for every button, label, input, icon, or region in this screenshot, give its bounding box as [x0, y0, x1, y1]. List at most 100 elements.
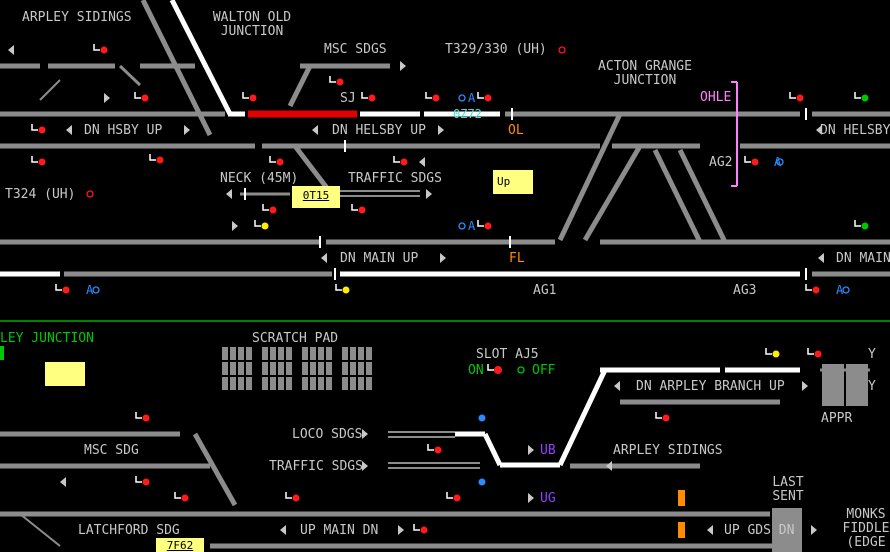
scratch-pad-cell[interactable]: [246, 377, 252, 390]
scratch-pad-cell[interactable]: [366, 362, 372, 375]
td-berth-0t15[interactable]: 0T15: [292, 186, 340, 208]
scratch-pad-cell[interactable]: [342, 362, 348, 375]
signal-aspect[interactable]: [751, 158, 759, 166]
scratch-pad-cell[interactable]: [278, 377, 284, 390]
scratch-pad-cell[interactable]: [222, 347, 228, 360]
scratch-pad-cell[interactable]: [238, 362, 244, 375]
crossover[interactable]: [677, 148, 728, 244]
signal-aspect[interactable]: [141, 94, 149, 102]
td-berth-empty[interactable]: [45, 362, 85, 386]
td-berth-0z72[interactable]: 0Z72: [453, 107, 482, 121]
scratch-pad-cell[interactable]: [350, 362, 356, 375]
scratch-pad-cell[interactable]: [302, 377, 308, 390]
scratch-pad-cell[interactable]: [366, 347, 372, 360]
scratch-pad-cell[interactable]: [358, 377, 364, 390]
signal-aspect[interactable]: [814, 350, 822, 358]
scratch-pad-cell[interactable]: [286, 362, 292, 375]
signal-aspect[interactable]: [292, 494, 300, 502]
crossover[interactable]: [287, 64, 313, 108]
scratch-pad-cell[interactable]: [278, 362, 284, 375]
scratch-pad-cell[interactable]: [286, 347, 292, 360]
signal-aspect[interactable]: [368, 94, 376, 102]
scratch-pad-cell[interactable]: [246, 362, 252, 375]
scratch-pad-cell[interactable]: [318, 362, 324, 375]
signal-aspect[interactable]: [484, 222, 492, 230]
signal-aspect[interactable]: [38, 126, 46, 134]
scratch-pad-cell[interactable]: [238, 377, 244, 390]
signal-aspect[interactable]: [420, 526, 428, 534]
scratch-pad-cell[interactable]: [318, 347, 324, 360]
scratch-pad-cell[interactable]: [278, 347, 284, 360]
crossover[interactable]: [169, 0, 233, 116]
signal-aspect[interactable]: [812, 286, 820, 294]
crossover[interactable]: [192, 432, 238, 507]
signal-aspect[interactable]: [100, 46, 108, 54]
signal-aspect[interactable]: [434, 446, 442, 454]
scratch-pad-cell[interactable]: [366, 377, 372, 390]
scratch-pad-cell[interactable]: [318, 377, 324, 390]
scratch-pad-cell[interactable]: [358, 362, 364, 375]
scratch-pad-cell[interactable]: [270, 347, 276, 360]
crossover[interactable]: [293, 144, 332, 194]
scratch-pad-cell[interactable]: [302, 362, 308, 375]
signal-aspect[interactable]: [453, 494, 461, 502]
scratch-pad-cell[interactable]: [246, 347, 252, 360]
signal-aspect[interactable]: [276, 158, 284, 166]
scratch-pad-cell[interactable]: [310, 347, 316, 360]
signal-aspect[interactable]: [181, 494, 189, 502]
slot-on-indicator[interactable]: [494, 366, 502, 374]
track-section[interactable]: [557, 368, 608, 467]
scratch-pad-cell[interactable]: [342, 347, 348, 360]
scratch-pad-cell[interactable]: [326, 347, 332, 360]
scratch-pad-cell[interactable]: [230, 347, 236, 360]
scratch-pad-cell[interactable]: [302, 347, 308, 360]
signal-aspect[interactable]: [38, 158, 46, 166]
crossover[interactable]: [557, 112, 623, 242]
scratch-pad-cell[interactable]: [270, 362, 276, 375]
td-berth-up[interactable]: Up: [493, 170, 533, 194]
crossover[interactable]: [582, 144, 643, 242]
scratch-pad-cell[interactable]: [262, 347, 268, 360]
slot-off-indicator[interactable]: [517, 366, 525, 374]
signal-aspect[interactable]: [142, 414, 150, 422]
scratch-pad-cell[interactable]: [310, 377, 316, 390]
td-berth-7f62[interactable]: 7F62: [156, 538, 204, 552]
crossover[interactable]: [39, 79, 61, 101]
signal-aspect[interactable]: [861, 222, 869, 230]
crossover[interactable]: [19, 513, 61, 547]
scratch-pad-cell[interactable]: [230, 377, 236, 390]
scratch-pad-cell[interactable]: [286, 377, 292, 390]
signal-aspect[interactable]: [662, 414, 670, 422]
signal-aspect[interactable]: [156, 156, 164, 164]
signal-aspect[interactable]: [358, 206, 366, 214]
scratch-pad-cell[interactable]: [222, 377, 228, 390]
crossover[interactable]: [118, 64, 142, 87]
signal-aspect[interactable]: [142, 478, 150, 486]
track-section[interactable]: [482, 432, 503, 467]
signal-aspect[interactable]: [62, 286, 70, 294]
crossover[interactable]: [652, 148, 703, 244]
scratch-pad-cell[interactable]: [326, 362, 332, 375]
scratch-pad-cell[interactable]: [342, 377, 348, 390]
crossover[interactable]: [140, 0, 213, 137]
scratch-pad-cell[interactable]: [262, 362, 268, 375]
scratch-pad-cell[interactable]: [310, 362, 316, 375]
signal-aspect[interactable]: [432, 94, 440, 102]
signal-aspect[interactable]: [484, 94, 492, 102]
scratch-pad-cell[interactable]: [326, 377, 332, 390]
signal-aspect[interactable]: [269, 206, 277, 214]
signal-aspect[interactable]: [336, 78, 344, 86]
scratch-pad-cell[interactable]: [262, 377, 268, 390]
scratch-pad-cell[interactable]: [350, 377, 356, 390]
scratch-pad-cell[interactable]: [230, 362, 236, 375]
signal-aspect[interactable]: [342, 286, 350, 294]
scratch-pad-cell[interactable]: [350, 347, 356, 360]
scratch-pad-cell[interactable]: [222, 362, 228, 375]
signal-aspect[interactable]: [261, 222, 269, 230]
signals[interactable]: [31, 44, 869, 534]
signal-aspect[interactable]: [861, 94, 869, 102]
scratch-pad-cell[interactable]: [358, 347, 364, 360]
signal-aspect[interactable]: [249, 94, 257, 102]
signal-aspect[interactable]: [796, 94, 804, 102]
signal-aspect[interactable]: [772, 350, 780, 358]
